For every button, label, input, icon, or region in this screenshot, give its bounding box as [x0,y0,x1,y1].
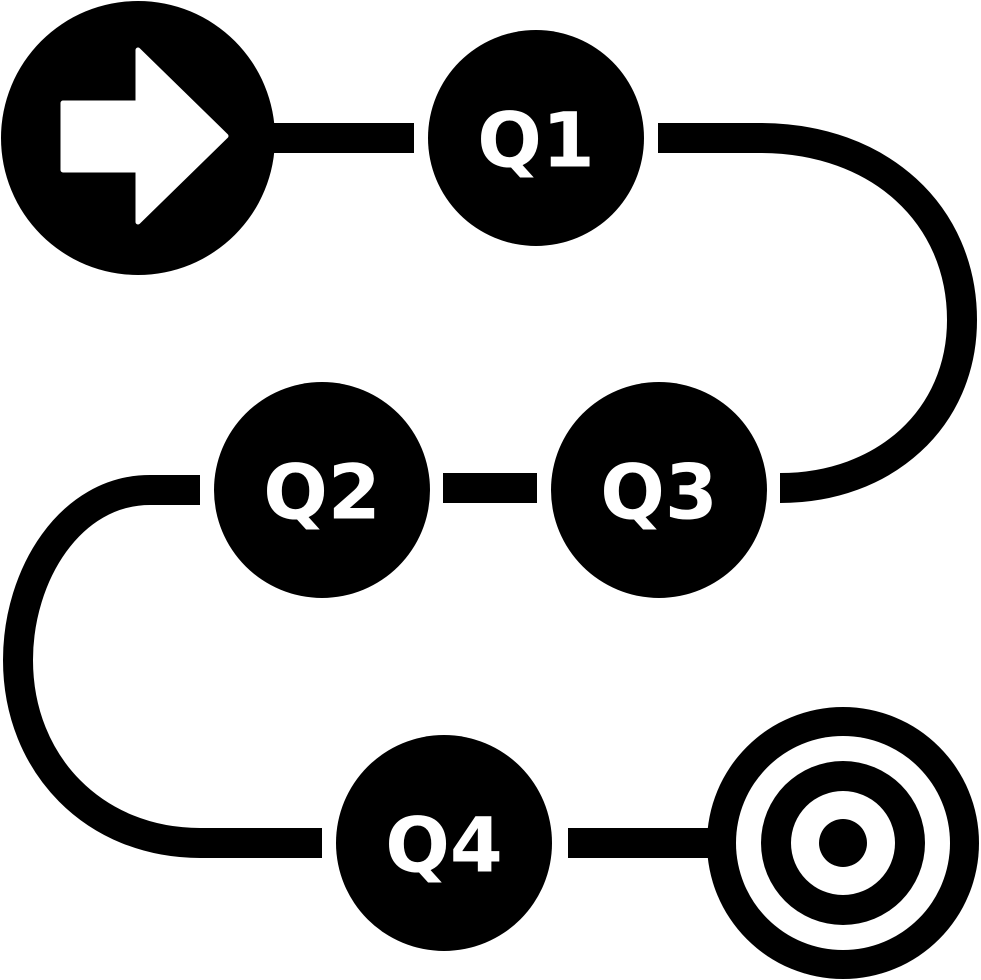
connector-q2-q4 [2,475,322,858]
connector-q1-q3 [658,123,978,503]
milestone-label: Q2 [263,448,381,537]
arrow-right-icon [60,47,229,225]
target-icon [707,707,979,979]
milestone-label: Q1 [477,96,595,185]
milestone-q1: Q1 [428,30,644,246]
milestone-label: Q4 [385,801,503,890]
start-node [1,1,275,275]
milestone-q3: Q3 [551,382,767,598]
milestone-label: Q3 [600,448,718,537]
milestone-q2: Q2 [214,382,430,598]
path-connectors [2,123,978,858]
milestone-q4: Q4 [336,735,552,951]
